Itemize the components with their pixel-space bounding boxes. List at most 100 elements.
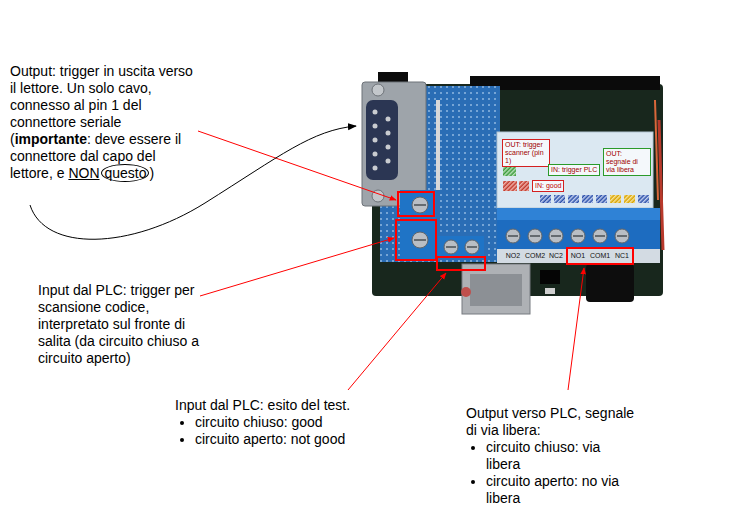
serial-connector-part [366,100,398,180]
sticker-label: OUT: segnale di via libera [606,150,648,174]
screw-terminal-part [467,246,477,248]
screw-terminal [400,190,484,260]
board-components-part [470,274,522,306]
sticker [497,132,653,208]
sticker-part [610,195,621,203]
callout-paragraph: Input dal PLC: esito del test. [175,397,353,414]
sticker-part [554,195,565,203]
serial-connector [362,82,426,206]
leader-line-part [200,238,394,296]
sticker-label: IN: trigger PLC [551,166,597,174]
terminal-name: NC1 [615,251,629,260]
screw-terminal-part [414,204,426,206]
screw-terminal-part [412,232,428,248]
relay-terminal-block [497,208,660,263]
relay-terminal-block-part [497,208,660,250]
relay-terminal-block-part [617,235,627,237]
sticker-part [519,181,529,191]
relay-terminal-block-part [497,208,660,220]
sticker-label-box: IN: trigger PLC [548,164,600,176]
screw-terminal-part [465,240,479,254]
terminal-name: NC2 [549,251,563,260]
relay-terminal-block-part [571,229,585,243]
callout-text-part: importante [15,131,87,147]
relay-terminal-block-part [508,235,518,237]
highlight-outline-part [396,220,436,260]
serial-connector-part [386,117,391,122]
callout-text-part: NON [68,165,99,181]
serial-connector-part [386,145,391,150]
terminal-name: COM2 [525,251,545,260]
screw-terminal-part [412,197,428,213]
sticker-part [540,195,551,203]
screw-terminal-part [438,236,484,258]
sticker-part [638,195,649,203]
screw-terminal-part [400,190,436,260]
proto-shield-part [436,100,440,190]
sticker-part [503,181,517,191]
callout-text: Input dal PLC: esito del test.circuito c… [175,397,353,448]
callout-paragraph: Input dal PLC: trigger per scansione cod… [38,282,206,367]
board-components-part [462,264,530,314]
sticker-label: OUT: trigger scanner (pin 1) [505,141,547,165]
relay-terminal-block-part [593,229,607,243]
leader-line-part [568,268,584,390]
bullet-list: circuito chiuso: goodcircuito aperto: no… [175,414,353,448]
screw-terminal-part [414,239,426,241]
screw-terminal-part [444,240,458,254]
serial-connector-part [373,124,378,129]
leader-line-part [198,131,396,200]
serial-connector-part [373,138,378,143]
serial-connector-part [362,82,426,206]
terminal-name: NO1 [571,251,585,260]
highlight-outline-part [567,248,633,264]
callout-paragraph: Output: trigger in uscita verso il letto… [10,63,200,182]
relay-terminal-block-part [528,229,542,243]
sticker-part [624,195,635,203]
highlight-outline [396,192,633,270]
relay-terminal-block-part [549,229,563,243]
relay-terminal-block-part [551,235,561,237]
board-components-part [540,270,560,284]
sticker-label-box: OUT: trigger scanner (pin 1) [502,139,550,167]
screw-terminal-part [446,246,456,248]
callout-text: Output verso PLC, segnale di via libera:… [466,405,638,507]
bullet-list: circuito chiuso: via liberacircuito aper… [466,439,638,507]
terminal-name: COM1 [590,251,610,260]
highlight-outline-part [437,257,485,270]
board-components-part [586,264,634,302]
serial-connector-part [373,166,378,171]
sticker-label-box: OUT: segnale di via libera [603,148,651,176]
callout-text-part: Input dal PLC: trigger per scansione cod… [38,282,199,366]
serial-connector-part [386,159,391,164]
terminal-name: NO2 [506,251,520,260]
relay-terminal-block-part [497,249,660,263]
sticker-part [582,195,593,203]
serial-connector-part [373,110,378,115]
callout-text-part: Input dal PLC: esito del test. [175,397,350,413]
callout-text-part: questo [101,164,149,182]
sticker-label: IN: good [535,182,561,190]
bullet-item: circuito aperto: not good [195,431,353,448]
relay-terminal-block-part [595,235,605,237]
relay-terminal-block-part [530,235,540,237]
relay-terminal-block-part [615,229,629,243]
sticker-part [596,195,607,203]
serial-connector-part [373,152,378,157]
serial-connector-part [386,131,391,136]
board-components-part [545,288,555,294]
bullet-item: circuito chiuso: good [195,414,353,431]
callout-text: Input dal PLC: trigger per scansione cod… [38,282,206,367]
sticker-label-box: IN: good [532,180,564,192]
serial-connector-part [372,84,384,96]
bullet-item: circuito chiuso: via libera [486,439,638,473]
board-components-part [461,287,471,297]
leader-line [198,131,584,390]
relay-terminal-block-part [506,229,520,243]
bullet-item: circuito aperto: no via libera [486,473,638,507]
arduino-board-part [655,100,658,200]
sticker-part [503,166,516,176]
relay-terminal-block-part [573,235,583,237]
callout-text-part: ) [149,165,154,181]
